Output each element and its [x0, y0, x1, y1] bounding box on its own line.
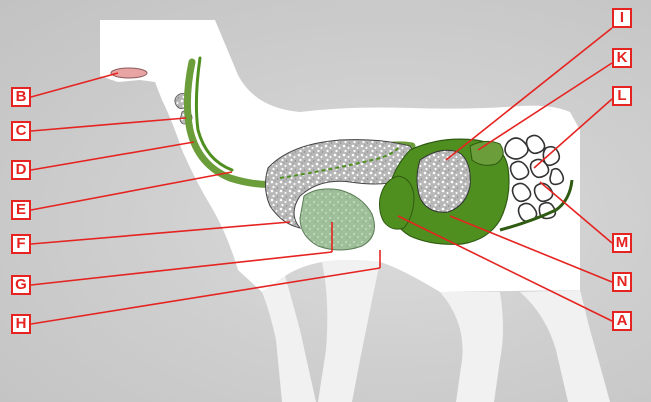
front-leg-left [262, 276, 316, 402]
leader-line-E [31, 172, 232, 210]
label-C: C [11, 121, 31, 141]
label-F: F [11, 234, 31, 254]
leader-line-C [31, 118, 186, 131]
label-A: A [612, 311, 632, 331]
front-leg-right [318, 260, 380, 402]
leader-line-B [31, 73, 118, 97]
label-E: E [11, 200, 31, 220]
label-I: I [612, 8, 632, 28]
label-L: L [612, 86, 632, 106]
label-G: G [11, 275, 31, 295]
label-K: K [612, 48, 632, 68]
label-H: H [11, 314, 31, 334]
label-M: M [612, 233, 632, 253]
label-D: D [11, 160, 31, 180]
label-B: B [11, 87, 31, 107]
leader-line-D [31, 142, 194, 170]
label-N: N [612, 272, 632, 292]
hind-leg-left [440, 292, 503, 402]
hind-leg-right [520, 290, 610, 402]
omasum [417, 150, 470, 212]
